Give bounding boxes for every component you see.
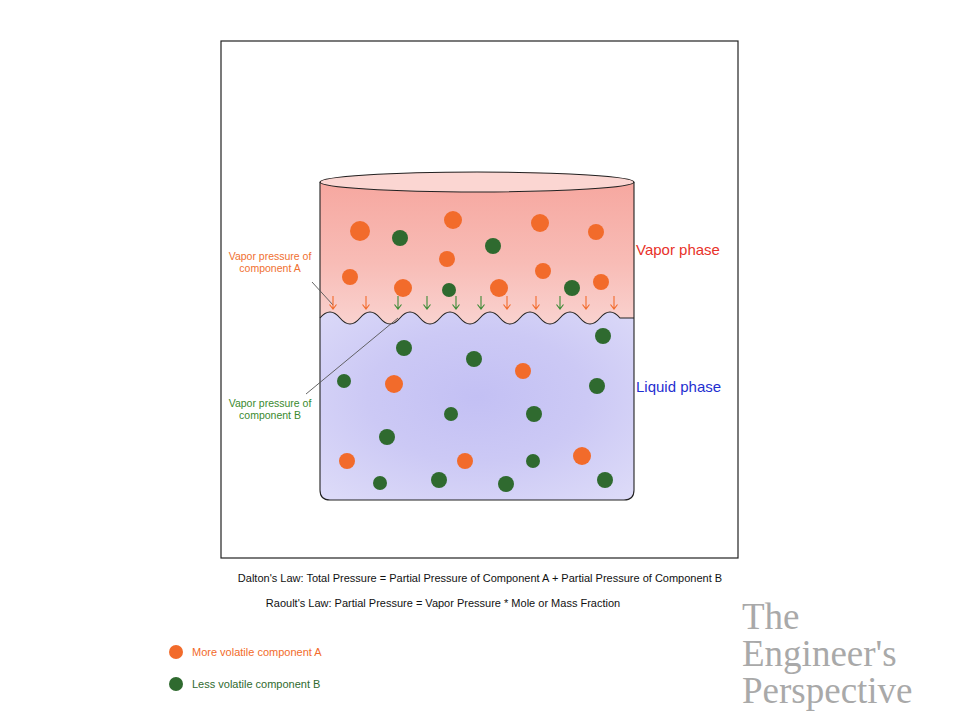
component-b-molecule: [498, 476, 514, 492]
vessel-rim: [320, 172, 634, 192]
legend-text: Less volatile component B: [192, 678, 320, 690]
legend-text: More volatile component A: [192, 646, 322, 658]
vapor-pressure-arrow: [611, 296, 618, 309]
component-a-molecule: [457, 453, 473, 469]
component-a-molecule: [394, 279, 412, 297]
leader-line: [312, 282, 333, 305]
component-b-molecule: [396, 340, 412, 356]
vapor-pressure-arrow: [395, 296, 402, 309]
component-a-molecule: [385, 375, 403, 393]
component-a-molecule: [588, 224, 604, 240]
vapor-pressure-arrow: [504, 296, 511, 309]
component-a-molecule: [350, 221, 370, 241]
component-b-molecule: [431, 472, 447, 488]
component-a-molecule: [444, 211, 462, 229]
legend-entry: Less volatile component B: [169, 677, 320, 691]
component-a-molecule: [439, 251, 455, 267]
component-b-molecule: [526, 454, 540, 468]
component-a-molecule: [339, 453, 355, 469]
component-b-molecule: [442, 283, 456, 297]
phase-label: Liquid phase: [636, 378, 721, 395]
component-a-molecule: [573, 447, 591, 465]
vessel-outline: [320, 182, 634, 500]
vapor-region: [320, 172, 634, 324]
watermark: The Engineer's Perspective: [742, 598, 913, 709]
phase-label: Vapor phase: [636, 241, 720, 258]
law-note: Dalton's Law: Total Pressure = Partial P…: [238, 572, 722, 585]
component-b-molecule: [485, 238, 501, 254]
component-b-molecule: [597, 472, 613, 488]
component-a-molecule: [593, 274, 609, 290]
outer-frame: [221, 41, 738, 558]
component-b-molecule: [379, 429, 395, 445]
vapor-pressure-arrow: [557, 296, 564, 309]
component-a-molecule: [490, 279, 508, 297]
legend-swatch: [169, 677, 183, 691]
component-a-molecule: [531, 214, 549, 232]
component-b-molecule: [444, 407, 458, 421]
component-b-molecule: [337, 374, 351, 388]
vapor-pressure-arrow: [424, 296, 431, 309]
component-b-molecule: [564, 280, 580, 296]
component-b-molecule: [595, 328, 611, 344]
leader-line: [306, 318, 398, 394]
legend-entry: More volatile component A: [169, 645, 322, 659]
callout-label: Vapor pressure of component B: [222, 397, 318, 421]
component-a-molecule: [342, 269, 358, 285]
component-b-molecule: [373, 476, 387, 490]
liquid-region: [320, 312, 634, 500]
liquid-surface: [320, 312, 634, 324]
component-a-molecule: [515, 363, 531, 379]
component-b-molecule: [466, 351, 482, 367]
vapor-pressure-arrow: [533, 296, 540, 309]
component-b-molecule: [526, 406, 542, 422]
vapor-pressure-arrow: [453, 296, 460, 309]
callout-label: Vapor pressure of component A: [222, 250, 318, 274]
component-b-molecule: [589, 378, 605, 394]
component-a-molecule: [535, 263, 551, 279]
vapor-pressure-arrow: [583, 296, 590, 309]
vapor-pressure-arrow: [363, 296, 370, 309]
vapor-pressure-arrow: [478, 296, 485, 309]
component-b-molecule: [392, 230, 408, 246]
vapor-pressure-arrow: [330, 296, 337, 309]
legend-swatch: [169, 645, 183, 659]
law-note: Raoult's Law: Partial Pressure = Vapor P…: [266, 597, 620, 610]
